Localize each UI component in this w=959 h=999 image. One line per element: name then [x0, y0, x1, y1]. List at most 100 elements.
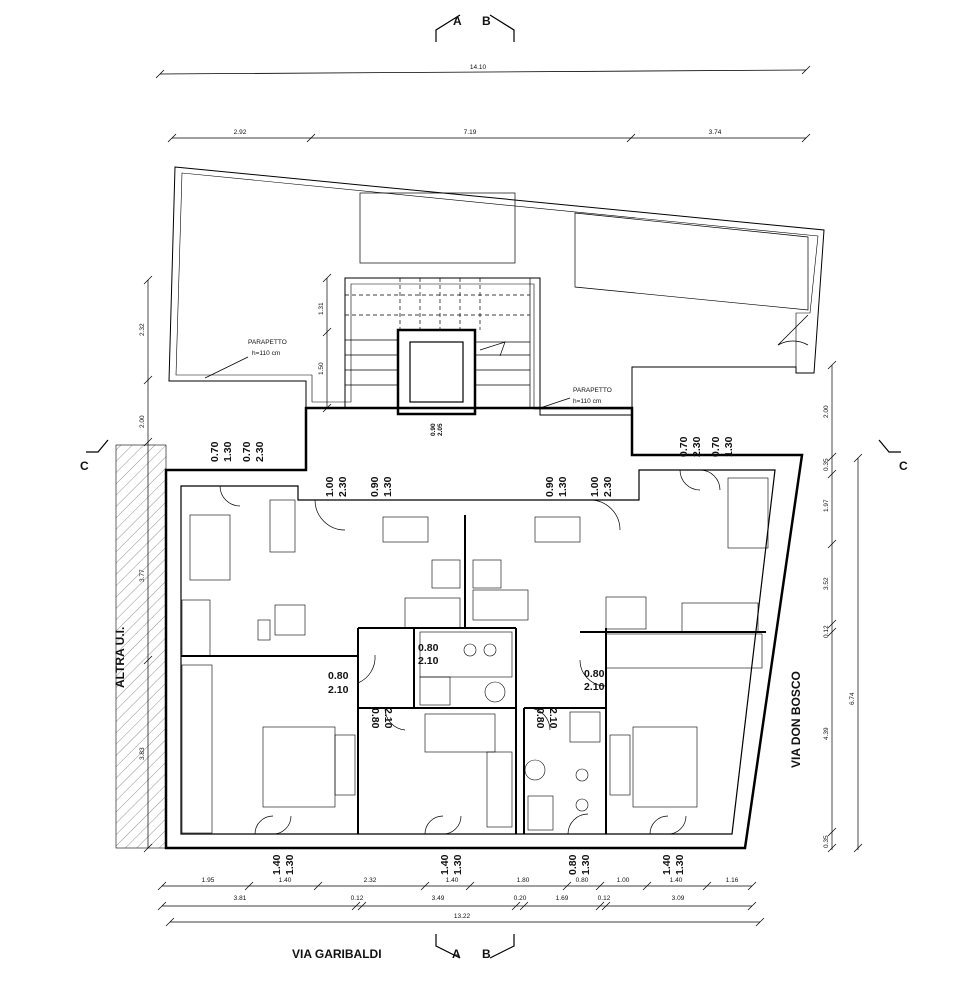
dim-bottom-win-1: 1.40	[279, 877, 292, 884]
dim-right-outer: 6.74	[849, 692, 856, 705]
door-swings	[219, 469, 721, 835]
ul-window-2-h: 2.30	[254, 441, 266, 462]
door-labels: 0.80 2.10 0.80 2.10 0.80 2.10 0.80 2.10 …	[328, 642, 605, 729]
section-label-a-bottom: A	[452, 947, 461, 961]
door-v2-h: 2.10	[547, 708, 559, 729]
bw-4-w: 1.40	[661, 854, 673, 875]
dim-bottom-r2-1: 3.81	[234, 895, 247, 902]
door-1-h: 2.10	[418, 655, 439, 667]
dim-left-3: 3.77	[139, 569, 146, 582]
section-label-b-top: B	[482, 14, 491, 28]
bw-1-w: 1.40	[271, 854, 283, 875]
section-marker-top	[435, 14, 515, 42]
ul-window-3-h: 1.30	[382, 476, 394, 497]
dim-left-1: 2.32	[139, 323, 146, 336]
ur-window-2-w: 0.70	[678, 436, 690, 457]
ul-door-1-w: 1.00	[324, 476, 336, 497]
dim-right-2: 0.35	[823, 458, 830, 471]
bw-4-h: 1.30	[674, 854, 686, 875]
parapet-note-right-height: h=110 cm	[573, 398, 601, 405]
parapet-leader-right	[539, 397, 571, 409]
ur-window-3-w: 0.70	[710, 436, 722, 457]
door-v1-w: 0.80	[369, 708, 381, 729]
dimension-top-parts	[167, 133, 811, 143]
door-1-w: 0.80	[418, 642, 439, 654]
dimension-right	[827, 360, 863, 853]
parapet-note-right: PARAPETTO	[573, 387, 612, 394]
section-label-a-top: A	[453, 14, 462, 28]
dim-bottom-win-4: 1.40	[670, 877, 683, 884]
dim-bottom-win-3: 0.80	[576, 877, 589, 884]
neighbor-hatch	[115, 444, 167, 849]
dim-right-3: 1.97	[823, 499, 830, 512]
furniture	[181, 477, 769, 834]
elevator-door-width: 0.90	[430, 423, 437, 436]
bw-2-w: 1.40	[439, 854, 451, 875]
dim-bottom-r1-2: 2.32	[364, 877, 377, 884]
door-3-w: 0.80	[584, 668, 605, 680]
dim-right-6: 4.39	[823, 727, 830, 740]
dim-right-4: 3.52	[823, 577, 830, 590]
section-label-c-right: C	[899, 459, 908, 473]
section-marker-left	[86, 439, 109, 453]
building-walls	[164, 406, 804, 850]
terrace-door	[777, 314, 809, 346]
dimension-left	[143, 275, 153, 853]
ur-door-1-h: 2.30	[602, 476, 614, 497]
elevator-door-height: 2.05	[437, 423, 444, 436]
dim-bottom-r2-4: 0.20	[514, 895, 527, 902]
street-via-don-bosco: VIA DON BOSCO	[789, 671, 803, 768]
dim-top-part-3: 3.74	[709, 129, 722, 136]
parapet-leader-left	[204, 356, 249, 379]
terrace-outline	[168, 166, 825, 416]
ul-window-2-w: 0.70	[241, 441, 253, 462]
dim-top-total: 14.10	[470, 64, 487, 71]
ur-window-2-h: 2.30	[691, 436, 703, 457]
ul-door-1-h: 2.30	[337, 476, 349, 497]
ul-window-1-w: 0.70	[209, 441, 221, 462]
dim-stair-2: 1.50	[318, 362, 325, 375]
bw-2-h: 1.30	[452, 854, 464, 875]
dim-bottom-r2-2: 0.12	[351, 895, 364, 902]
bw-3-h: 1.30	[580, 854, 592, 875]
parapet-note-left: PARAPETTO	[248, 339, 287, 346]
dim-right-1: 2.00	[823, 405, 830, 418]
door-v1-h: 2.10	[382, 708, 394, 729]
door-3-h: 2.10	[584, 681, 605, 693]
section-marker-bottom	[435, 934, 515, 959]
neighbor-label: ALTRA U.I.	[113, 627, 127, 688]
dim-bottom-total: 13.22	[454, 913, 471, 920]
opening-labels-upper-left: 0.70 1.30 0.70 2.30 1.00 2.30 0.90 1.30	[209, 441, 394, 497]
door-2-w: 0.80	[328, 670, 349, 682]
dim-bottom-r2-3: 3.49	[432, 895, 445, 902]
door-v2-w: 0.80	[534, 708, 546, 729]
dimension-bottom	[157, 881, 765, 927]
ur-window-1-h: 1.30	[557, 476, 569, 497]
bw-3-w: 0.80	[567, 854, 579, 875]
stairwell	[344, 277, 531, 409]
dim-stair-1: 1.31	[318, 302, 325, 315]
opening-labels-upper-right: 0.90 1.30 1.00 2.30 0.70 2.30 0.70 1.30	[544, 436, 735, 497]
dim-bottom-r2-7: 3.09	[672, 895, 685, 902]
parapet-note-left-height: h=110 cm	[252, 350, 280, 357]
dim-right-7: 0.35	[823, 835, 830, 848]
ur-window-1-w: 0.90	[544, 476, 556, 497]
dim-bottom-r1-4: 1.00	[617, 877, 630, 884]
bw-1-h: 1.30	[284, 854, 296, 875]
door-2-h: 2.10	[328, 684, 349, 696]
dim-top-part-2: 7.19	[464, 129, 477, 136]
dim-left-4: 3.83	[139, 747, 146, 760]
dim-bottom-r1-5: 1.16	[726, 877, 739, 884]
dim-bottom-r1-1: 1.95	[202, 877, 215, 884]
ul-window-3-w: 0.90	[369, 476, 381, 497]
elevator-shaft	[396, 328, 477, 416]
dim-bottom-r2-6: 0.12	[598, 895, 611, 902]
dim-bottom-win-2: 1.40	[446, 877, 459, 884]
section-label-b-bottom: B	[482, 947, 491, 961]
bottom-window-labels: 1.40 1.30 1.40 1.30 0.80 1.30 1.40 1.30	[271, 854, 686, 875]
street-via-garibaldi: VIA GARIBALDI	[292, 947, 382, 961]
dim-bottom-r2-5: 1.69	[556, 895, 569, 902]
dim-left-2: 2.00	[139, 415, 146, 428]
dimension-top-total	[155, 65, 811, 79]
